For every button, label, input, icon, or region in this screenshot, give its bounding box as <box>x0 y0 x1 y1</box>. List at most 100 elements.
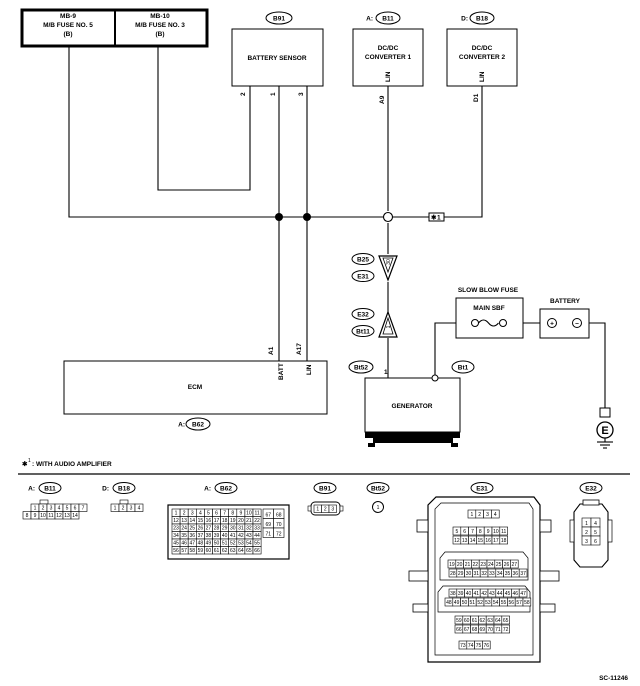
pin-cell <box>491 509 500 519</box>
ecm-tag: B62 <box>192 422 204 429</box>
dcdc1-label-2: CONVERTER 1 <box>365 54 412 61</box>
pin-number: 55 <box>501 600 507 606</box>
pin-number: 70 <box>276 522 282 528</box>
slow-blow-label: MAIN SBF <box>473 305 504 312</box>
pin-number: 65 <box>246 548 252 554</box>
pin-cell <box>499 526 508 536</box>
pin-number: 66 <box>254 548 260 554</box>
pin-number: 3 <box>50 506 53 512</box>
pin-number: 25 <box>189 526 195 532</box>
pin-number: 72 <box>276 532 282 538</box>
pin-number: 48 <box>198 541 204 547</box>
pin-cell <box>273 527 285 538</box>
dcdc2-label-1: DC/DC <box>472 45 493 52</box>
pin-number: 18 <box>501 538 507 544</box>
pin-number: 27 <box>206 526 212 532</box>
pin-number: 38 <box>450 591 456 597</box>
pin-cell <box>70 511 80 520</box>
pin-number: 62 <box>222 548 228 554</box>
pin-number: 16 <box>206 518 212 524</box>
pin-number: 23 <box>173 526 179 532</box>
pin-number: 58 <box>189 548 195 554</box>
pin-number: 1 <box>114 506 117 512</box>
pin-number: 5 <box>66 506 69 512</box>
pin-number: 10 <box>246 511 252 517</box>
pin-number: 70 <box>487 627 493 633</box>
pin-number: 65 <box>503 618 509 624</box>
pin-number: 30 <box>466 571 472 577</box>
pin-number: 46 <box>181 541 187 547</box>
inline-top-pin: 30 <box>386 259 392 265</box>
pin-number: 2 <box>585 530 588 536</box>
pin-number: 29 <box>458 571 464 577</box>
pin-number: 4 <box>494 512 497 518</box>
fuse-2-sub: (B) <box>155 31 164 38</box>
connector-tag-oval <box>112 482 136 494</box>
pin-number: 64 <box>495 618 501 624</box>
pin-number: 14 <box>189 518 195 524</box>
ecm-label: ECM <box>188 384 202 391</box>
pin-number: 69 <box>480 627 486 633</box>
pin-number: 12 <box>173 518 179 524</box>
inline-top-tag-a: B25 <box>357 257 369 264</box>
connector-tag: B62 <box>220 486 232 493</box>
pin-number: 8 <box>479 529 482 535</box>
pin-number: 3 <box>585 539 588 545</box>
connector-tag: B11 <box>44 486 56 493</box>
pin-number: 36 <box>189 533 195 539</box>
fuse-1-sub: (B) <box>63 31 72 38</box>
pin-number: 19 <box>449 562 455 568</box>
pin-cell <box>252 546 262 555</box>
pin-number: 51 <box>470 600 476 606</box>
pin-number: 10 <box>40 513 46 519</box>
pin-number: 15 <box>198 518 204 524</box>
pin-number: 22 <box>254 518 260 524</box>
battery-sensor-pin-2: 2 <box>240 92 247 96</box>
pin-cell <box>78 503 88 512</box>
generator-pin: 1 <box>384 369 388 376</box>
pin-number: 14 <box>470 538 476 544</box>
pin-number: 11 <box>501 529 506 535</box>
connector-tag-oval <box>579 482 603 494</box>
footnote-marker: ✱ <box>22 460 28 468</box>
fuse-2-name: M/B FUSE NO. 3 <box>135 22 185 29</box>
pin-number: 68 <box>276 513 282 519</box>
pin-number: 54 <box>246 541 252 547</box>
pin-number: 39 <box>214 533 220 539</box>
pin-number: 2 <box>324 507 327 513</box>
pin-number: 33 <box>254 526 260 532</box>
dcdc2-pin-name: LIN <box>479 71 486 82</box>
pin-number: 74 <box>468 643 474 649</box>
pin-number: 17 <box>493 538 499 544</box>
pin-number: 53 <box>485 600 491 606</box>
dcdc1-tag: B11 <box>382 16 394 23</box>
pin-number: 71 <box>495 627 501 633</box>
pin-number: 71 <box>265 532 271 538</box>
diagram-code: SC-11246 <box>599 675 628 682</box>
battery: BATTERY + − <box>539 298 590 339</box>
pin-number: 4 <box>58 506 61 512</box>
pin-number: 57 <box>516 600 522 606</box>
connector-tag: E31 <box>476 486 488 493</box>
pin-number: 67 <box>464 627 470 633</box>
pin-number: 60 <box>464 618 470 624</box>
pin-number: 49 <box>454 600 460 606</box>
pin-number: 6 <box>74 506 77 512</box>
inline-bottom-tag-a: E32 <box>357 312 369 319</box>
pin-number: 16 <box>485 538 491 544</box>
pin-number: 73 <box>460 643 466 649</box>
pin-number: 25 <box>496 562 502 568</box>
pin-number: 1 <box>585 521 588 527</box>
pin-number: 39 <box>458 591 464 597</box>
pin-number: 56 <box>509 600 515 606</box>
inline-connector-bottom: E32 Bt11 1 <box>351 308 398 338</box>
pin-number: 31 <box>474 571 480 577</box>
pin-number: 33 <box>489 571 495 577</box>
pin-number: 54 <box>493 600 499 606</box>
dcdc2-pin: D1 <box>473 93 480 102</box>
pin-cell <box>499 535 508 545</box>
connector-tag-oval <box>214 482 238 494</box>
